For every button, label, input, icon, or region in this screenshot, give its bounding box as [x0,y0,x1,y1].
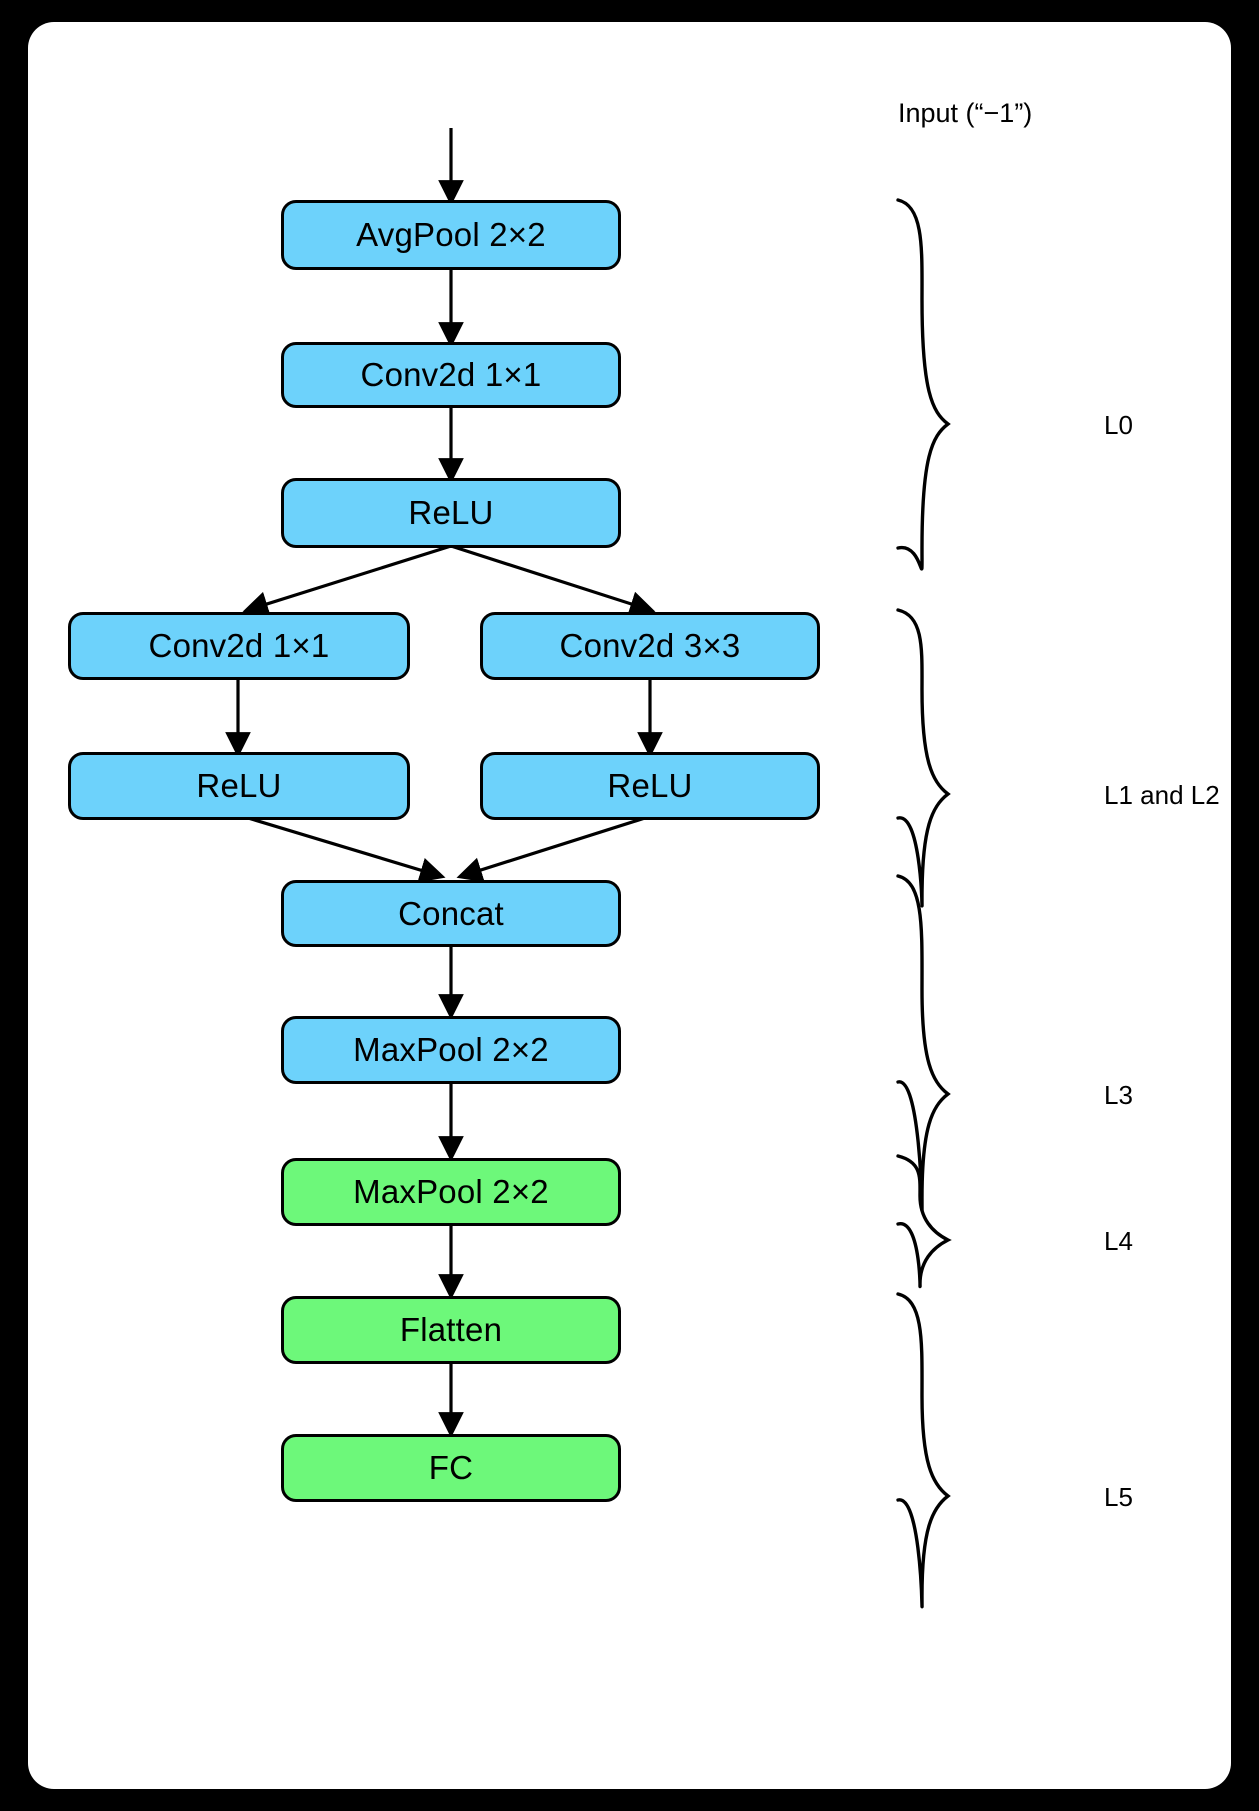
node-relu-stem-label: ReLU [408,494,494,531]
node-conv2d-3x3-branch-right-label: Conv2d 3×3 [559,627,741,664]
node-concat-label: Concat [398,894,504,932]
group-label-l5: L5 [1104,1482,1133,1512]
node-maxpool-blue[interactable]: MaxPool 2×2 [281,1016,621,1084]
node-fc[interactable]: FC [281,1434,621,1502]
node-concat[interactable]: Concat [281,880,621,947]
node-relu-stem[interactable]: ReLU [281,478,621,548]
node-conv2d-1x1-stem[interactable]: Conv2d 1×1 [281,342,621,408]
input-label: Input (“−1”) [898,98,1033,128]
diagram-card [28,22,1231,1789]
node-avgpool[interactable]: AvgPool 2×2 [281,200,621,270]
group-label-l4: L4 [1104,1226,1133,1256]
node-relu-branch-right[interactable]: ReLU [480,752,820,820]
node-relu-branch-left[interactable]: ReLU [68,752,410,820]
node-flatten-label: Flatten [399,1311,503,1348]
node-relu-branch-right-label: ReLU [607,767,693,804]
group-label-l1-l2: L1 and L2 [1104,780,1220,810]
node-maxpool-blue-label: MaxPool 2×2 [353,1031,549,1068]
node-avgpool-label: AvgPool 2×2 [356,216,546,253]
group-label-l3: L3 [1104,1080,1133,1110]
node-conv2d-3x3-branch-right[interactable]: Conv2d 3×3 [480,612,820,680]
node-flatten[interactable]: Flatten [281,1296,621,1364]
node-conv2d-1x1-stem-label: Conv2d 1×1 [360,356,542,393]
node-maxpool-green-label: MaxPool 2×2 [353,1173,549,1210]
node-relu-branch-left-label: ReLU [196,767,282,804]
group-label-l0: L0 [1104,410,1133,440]
node-conv2d-1x1-branch-left-label: Conv2d 1×1 [148,627,330,664]
node-maxpool-green[interactable]: MaxPool 2×2 [281,1158,621,1226]
node-fc-label: FC [428,1449,474,1486]
node-conv2d-1x1-branch-left[interactable]: Conv2d 1×1 [68,612,410,680]
